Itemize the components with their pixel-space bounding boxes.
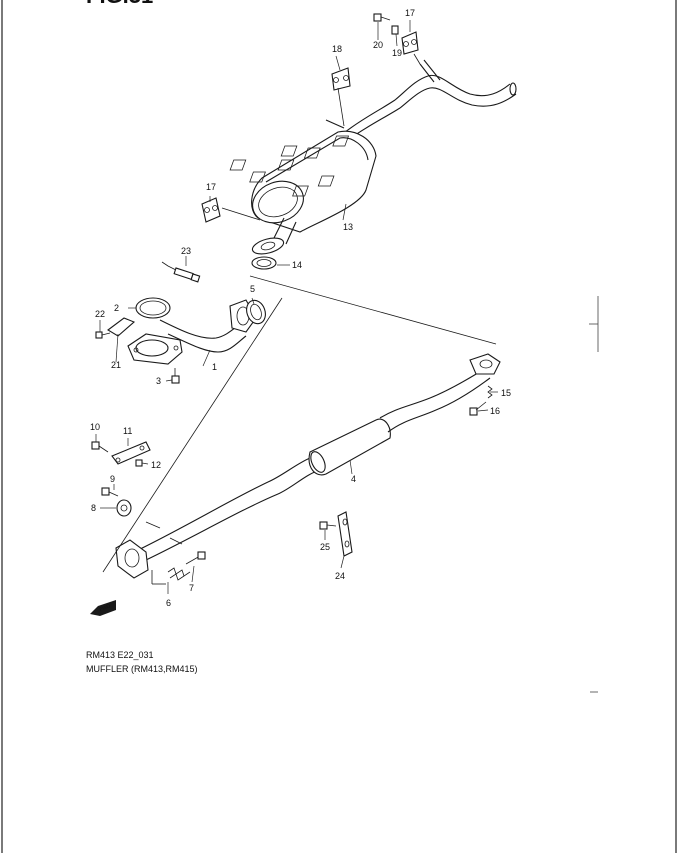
gasket-center (251, 256, 277, 270)
bolt-15 (487, 385, 493, 399)
callout-9: 9 (110, 474, 115, 484)
callout-24: 24 (335, 571, 345, 581)
figure-title: FIG.31 (86, 0, 153, 8)
callout-14: 14 (292, 260, 302, 270)
bolt-9 (101, 487, 119, 497)
callout-22: 22 (95, 309, 105, 319)
callout-25: 25 (320, 542, 330, 552)
bolt-10 (91, 441, 109, 453)
callout-13: 13 (343, 222, 353, 232)
rubber-mount-18 (331, 67, 351, 91)
bolt-25 (319, 521, 337, 530)
callout-8: 8 (91, 503, 96, 513)
rubber-mount-8 (116, 499, 132, 517)
hanger-strap-24 (337, 511, 353, 557)
bolt-7 (185, 551, 206, 565)
oxygen-sensor (161, 261, 201, 283)
bolt-20 (373, 13, 391, 22)
rubber-mount-17-left (201, 197, 221, 223)
callout-23: 23 (181, 246, 191, 256)
figure-caption: MUFFLER (RM413,RM415) (86, 664, 198, 674)
callout-4: 4 (351, 474, 356, 484)
center-pipe-silencer (115, 353, 501, 579)
callout-16: 16 (490, 406, 500, 416)
callout-7: 7 (189, 583, 194, 593)
bolt-16 (469, 401, 487, 416)
callout-20: 20 (373, 40, 383, 50)
callout-17a: 17 (206, 182, 216, 192)
callout-19: 19 (392, 48, 402, 58)
figure-code: RM413 E22_031 (86, 650, 154, 660)
forward-arrow-icon: FWD (90, 600, 116, 616)
main-muffler-assembly (229, 59, 517, 255)
callout-21: 21 (111, 360, 121, 370)
spring-6 (167, 567, 191, 581)
callout-5: 5 (250, 284, 255, 294)
callout-6: 6 (166, 598, 171, 608)
forward-arrow-label: FWD (99, 603, 112, 613)
assembly-guide-lines (102, 53, 497, 585)
bolt-3 (171, 368, 180, 384)
hanger-bracket-11 (111, 441, 151, 465)
callout-11: 11 (123, 426, 132, 436)
leader-lines (95, 20, 498, 594)
pin-19 (391, 25, 399, 35)
callout-10: 10 (90, 422, 100, 432)
callout-2: 2 (114, 303, 119, 313)
bracket-plate (107, 317, 136, 337)
callout-15: 15 (501, 388, 511, 398)
callout-1: 1 (212, 362, 217, 372)
callout-17b: 17 (405, 8, 415, 18)
bolt-22 (95, 331, 111, 339)
callout-12: 12 (151, 460, 161, 470)
nut-12 (135, 459, 143, 467)
rubber-mount-17-top (401, 31, 419, 55)
callout-18: 18 (332, 44, 342, 54)
callout-3: 3 (156, 376, 161, 386)
